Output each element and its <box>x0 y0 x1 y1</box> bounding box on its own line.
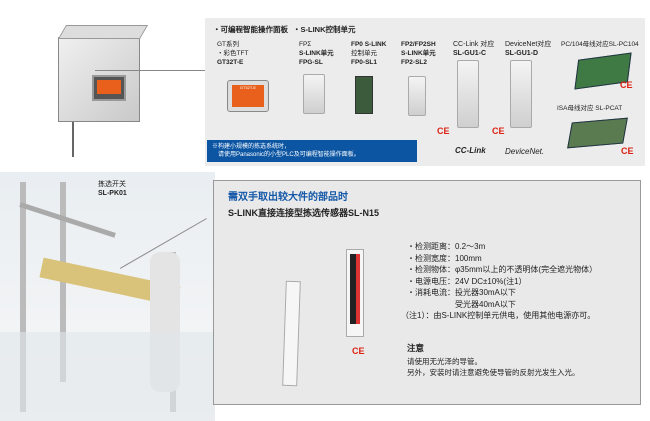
gt-panel-image: GT32T-E <box>227 80 269 112</box>
sl-gu1-c-image <box>457 60 479 128</box>
control-cabinet-illustration <box>50 25 149 157</box>
spec-item: ・电源电压：24V DC±10%(注1） <box>407 276 527 286</box>
ce-mark: CE <box>621 146 634 156</box>
ce-mark: CE <box>492 126 505 136</box>
sensor-emitter-image <box>282 280 301 387</box>
product-sl-pcat: ISA母线对应 SL-PCAT <box>557 105 623 112</box>
spec-title: 需双手取出较大件的部品时 <box>228 192 348 203</box>
note-line: ※构建小规模的拣选系统时， <box>212 144 291 150</box>
caution-section: 注意 请使用无光泽的导管。 另外，安装时请注意避免使导管的反射光发生入光。 <box>407 343 580 378</box>
fp0-sl1-image <box>355 76 373 114</box>
product-sl-pc104: PC/104母线对应SL-PC104 <box>561 41 639 48</box>
devicenet-logo: DeviceNet. <box>505 147 545 156</box>
spec-list: ・检测距离：0.2～3m ・检测宽度：100mm ・检测物体：φ35mm以上的不… <box>401 241 598 322</box>
leader-line <box>95 70 210 71</box>
fp2-sl2-image <box>408 76 426 116</box>
note-line: 请使用Panasonic的小型PLC及可编程智能操作面板。 <box>218 152 360 158</box>
section-label-slink: ・S-LINK控制单元 <box>293 25 356 34</box>
spec-subtitle: S-LINK直接连接型拣选传感器SL-N15 <box>228 208 380 218</box>
ce-mark: CE <box>620 80 633 90</box>
spec-item: ・消耗电流：投光器30mA以下 <box>407 288 516 297</box>
isa-board-image <box>567 117 628 149</box>
spec-item: ・检测物体：φ35mm以上的不透明体(完全遮光物体） <box>407 265 598 274</box>
cclink-logo: CC-Link <box>455 146 486 155</box>
note-box: ※构建小规模的拣选系统时， 请使用Panasonic的小型PLC及可编程智能操作… <box>207 140 417 162</box>
caution-title: 注意 <box>407 343 425 353</box>
spec-item: 受光器40mA以下 <box>407 299 516 309</box>
ce-mark: CE <box>352 346 365 356</box>
spec-item: ・检测宽度：100mm <box>407 253 482 263</box>
sl-gu1-d-image <box>510 60 532 128</box>
caution-line: 另外，安装时请注意避免使导管的反射光发生入光。 <box>407 368 580 377</box>
fpg-sl-image <box>303 74 325 114</box>
sl-n15-spec-box: 需双手取出较大件的部品时 S-LINK直接连接型拣选传感器SL-N15 CE ・… <box>213 180 641 405</box>
section-label-hmi: ・可编程智能操作面板 <box>213 25 288 34</box>
caution-line: 请使用无光泽的导管。 <box>407 357 482 366</box>
sensor-receiver-image <box>346 249 364 337</box>
spec-item: ・检测距离：0.2～3m <box>407 242 486 251</box>
ce-mark: CE <box>437 126 450 136</box>
spec-footnote: （注1）：由S-LINK控制单元供电，使用其他电源亦可。 <box>401 311 596 320</box>
